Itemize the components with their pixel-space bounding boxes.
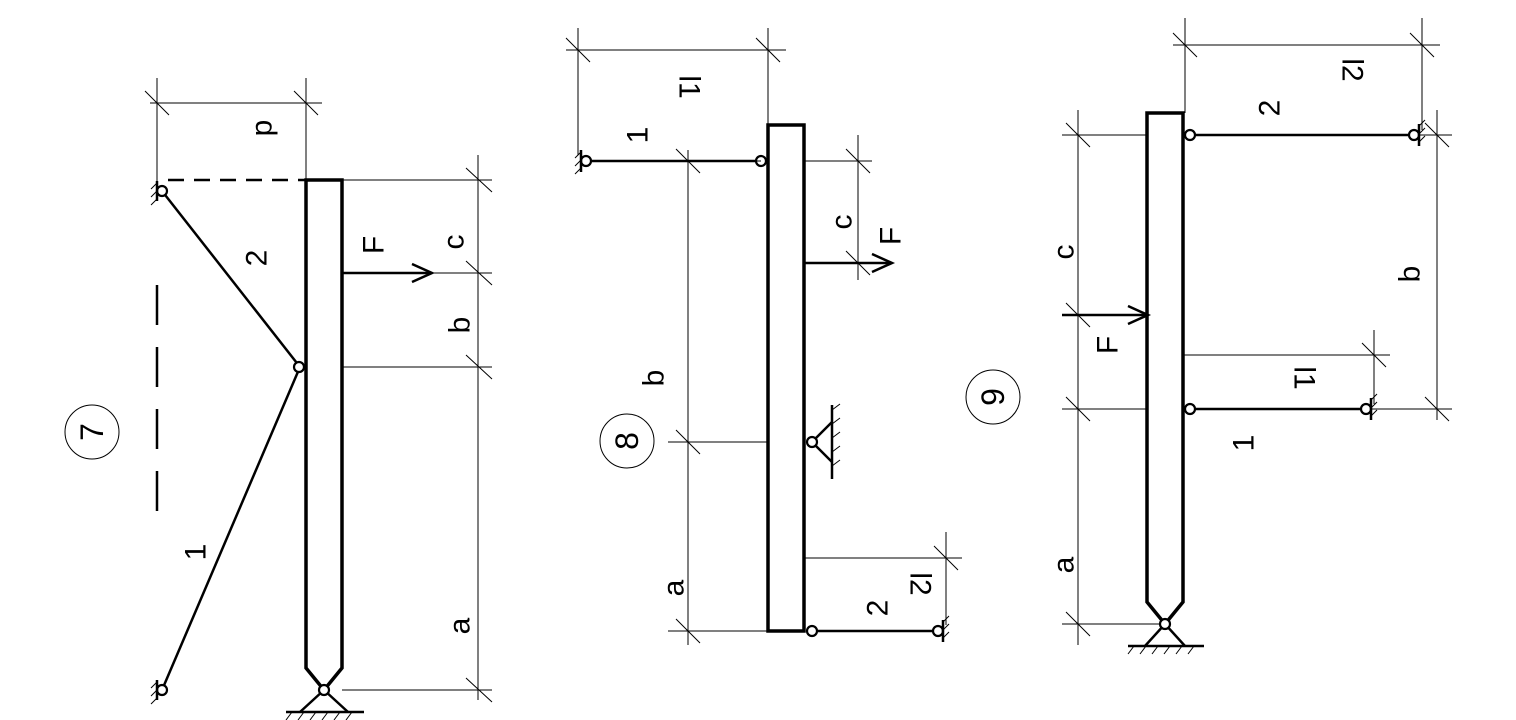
force-arrow-7 — [342, 262, 436, 284]
dim-label-c-8: c — [826, 215, 859, 230]
rod-label-1-9: 1 — [1228, 435, 1261, 452]
length-label-l1-8: l1 — [673, 75, 706, 98]
dim-label-c-9: c — [1048, 245, 1081, 260]
dimension-ac-9 — [1062, 110, 1160, 645]
dimension-l2-8 — [804, 532, 962, 625]
scheme-number-7: 7 — [74, 423, 110, 441]
hinge-7 — [292, 360, 306, 374]
wall-support-1-8 — [574, 150, 593, 175]
rod-label-2-7: 2 — [241, 250, 274, 267]
scheme-7: 7 2 1 F c b a p — [64, 78, 493, 720]
dimension-l2-9 — [1172, 18, 1440, 130]
wall-support-bottom-7 — [150, 680, 169, 705]
length-label-l1-9: l1 — [1288, 366, 1321, 389]
rod-label-1-7: 1 — [180, 544, 213, 561]
dimension-b-9 — [1371, 110, 1452, 422]
rod-2-7 — [161, 190, 301, 368]
dim-label-a-8: a — [658, 579, 691, 596]
scheme-9: 9 2 1 F c a b l2 l1 — [965, 18, 1452, 655]
scheme-number-circle-8 — [599, 413, 655, 469]
scheme-number-circle-9 — [965, 369, 1021, 425]
force-arrow-9 — [1062, 304, 1152, 326]
dimension-p-7 — [144, 78, 322, 181]
wall-support-2-8 — [931, 615, 950, 642]
dimension-l1-8 — [565, 28, 786, 155]
dim-label-a-7: a — [444, 617, 477, 634]
dim-label-b-9: b — [1394, 266, 1427, 283]
beam-7 — [304, 178, 344, 693]
force-arrow-8 — [804, 252, 896, 274]
scheme-number-8: 8 — [609, 432, 645, 450]
dim-label-c-7: c — [438, 235, 471, 250]
beam-8 — [766, 123, 806, 633]
dimension-ab-8 — [668, 148, 768, 645]
force-label-8: F — [875, 227, 908, 245]
dim-label-p-7: p — [246, 120, 279, 137]
dimension-l1-9 — [1183, 330, 1390, 404]
beam-9 — [1145, 111, 1185, 627]
force-label-9: F — [1092, 336, 1125, 354]
force-label-7: F — [358, 236, 391, 254]
rod-label-1-8: 1 — [622, 127, 655, 144]
scheme-8: 8 1 2 F c b a l1 l2 — [565, 28, 962, 645]
wall-support-top-7 — [150, 181, 169, 206]
rod-label-2-9: 2 — [1254, 100, 1287, 117]
dim-label-b-8: b — [638, 370, 671, 387]
scheme-number-9: 9 — [975, 388, 1011, 406]
wall-support-1-9 — [1359, 393, 1378, 420]
scheme-number-circle-7 — [64, 404, 120, 460]
dim-label-a-9: a — [1048, 556, 1081, 573]
rod-label-2-8: 2 — [862, 600, 895, 617]
dim-label-b-7: b — [444, 317, 477, 334]
length-label-l2-9: l2 — [1336, 58, 1369, 81]
rod-1-7 — [160, 366, 302, 691]
pin-support-7 — [285, 683, 364, 720]
length-label-l2-8: l2 — [904, 572, 937, 595]
pin-support-9 — [1127, 617, 1204, 655]
dimension-lines-7 — [342, 155, 493, 703]
pin-support-8 — [805, 403, 841, 479]
dimension-c-8 — [804, 135, 872, 280]
wall-support-2-9 — [1407, 119, 1426, 146]
